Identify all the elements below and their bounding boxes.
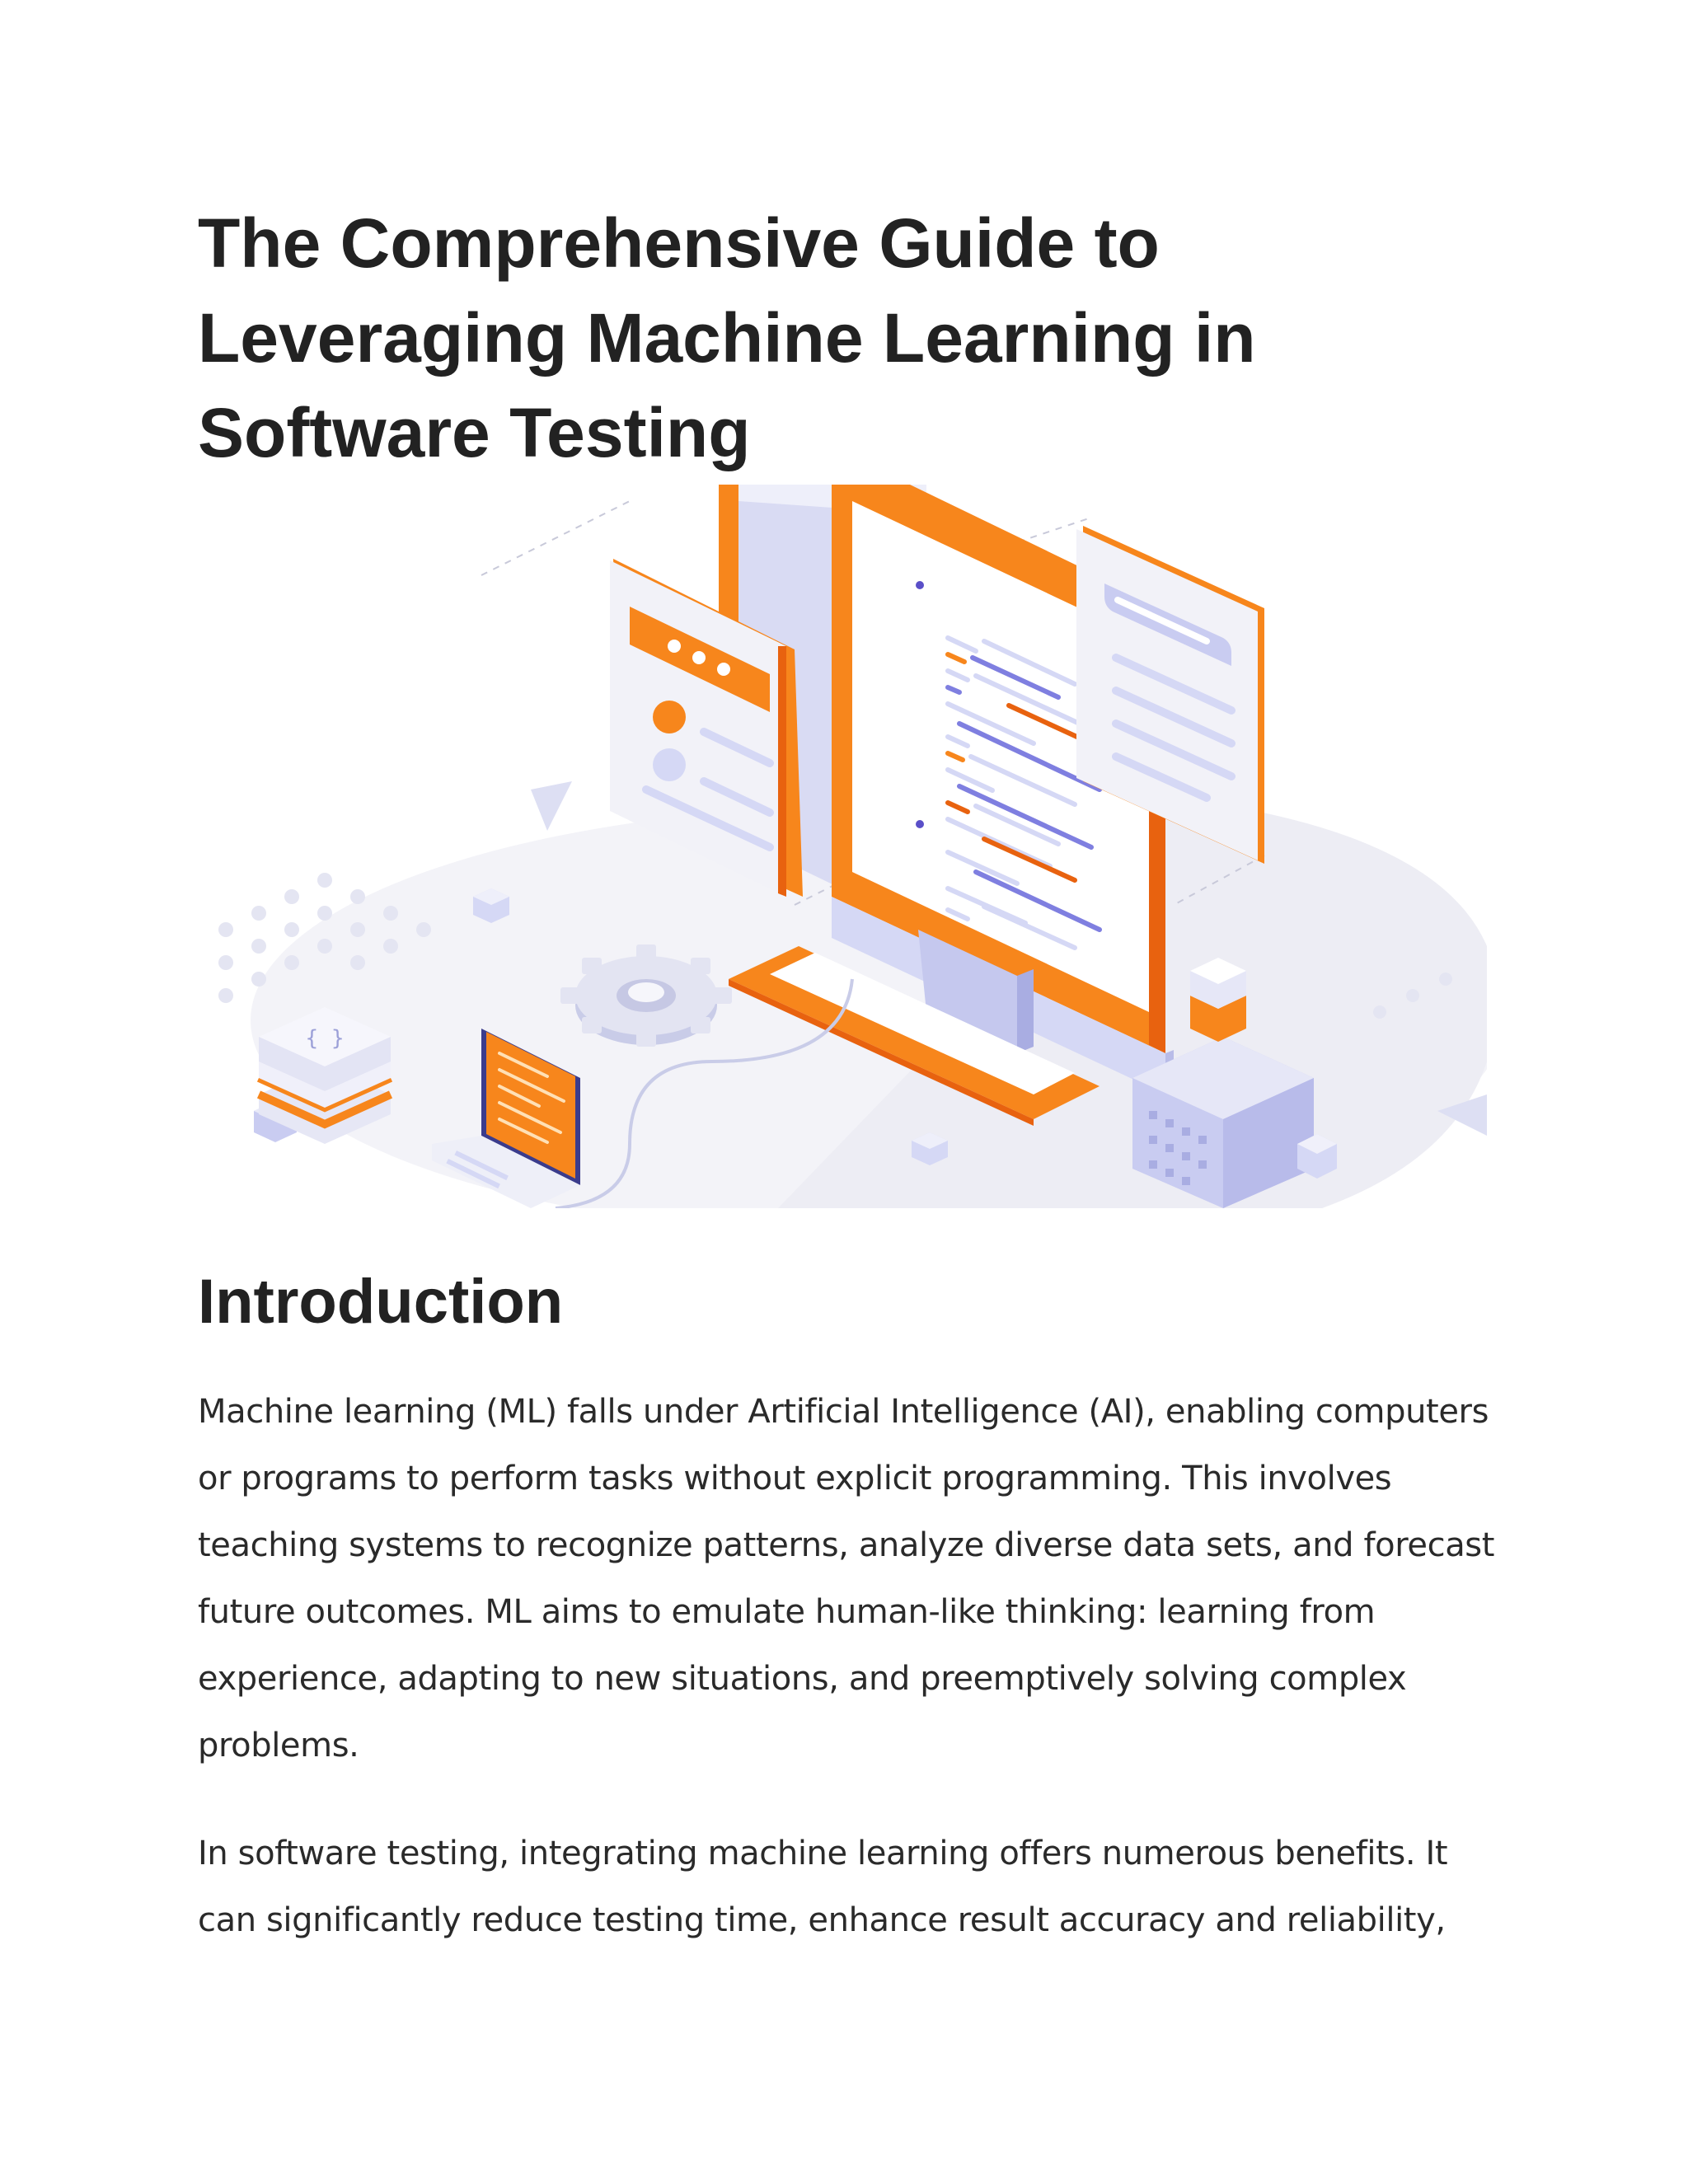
intro-paragraph-1: Machine learning (ML) falls under Artifi…	[198, 1393, 1495, 1765]
cable	[555, 978, 854, 1208]
arrow-shape	[531, 781, 572, 831]
computer-code-testing-illustration-icon: </>	[218, 485, 1487, 1208]
small-cube	[912, 1132, 948, 1165]
dot-grid	[218, 873, 1452, 1019]
braces-label: { }	[306, 1026, 345, 1051]
laptop-icon	[432, 1029, 580, 1208]
document-card	[1076, 526, 1264, 864]
hero-illustration: </>	[201, 485, 1487, 1208]
browser-card	[610, 559, 803, 897]
intro-paragraph-2: In software testing, integrating machine…	[198, 1835, 1448, 1939]
section-heading-introduction: Introduction	[198, 1267, 564, 1337]
building-block	[1132, 958, 1337, 1208]
article-title: The Comprehensive Guide to Leveraging Ma…	[198, 204, 1256, 471]
gear-icon	[560, 944, 732, 1047]
small-cube	[473, 888, 509, 923]
arrow-shape-right	[1437, 1094, 1487, 1136]
stacked-data-block: { }	[256, 1007, 393, 1144]
